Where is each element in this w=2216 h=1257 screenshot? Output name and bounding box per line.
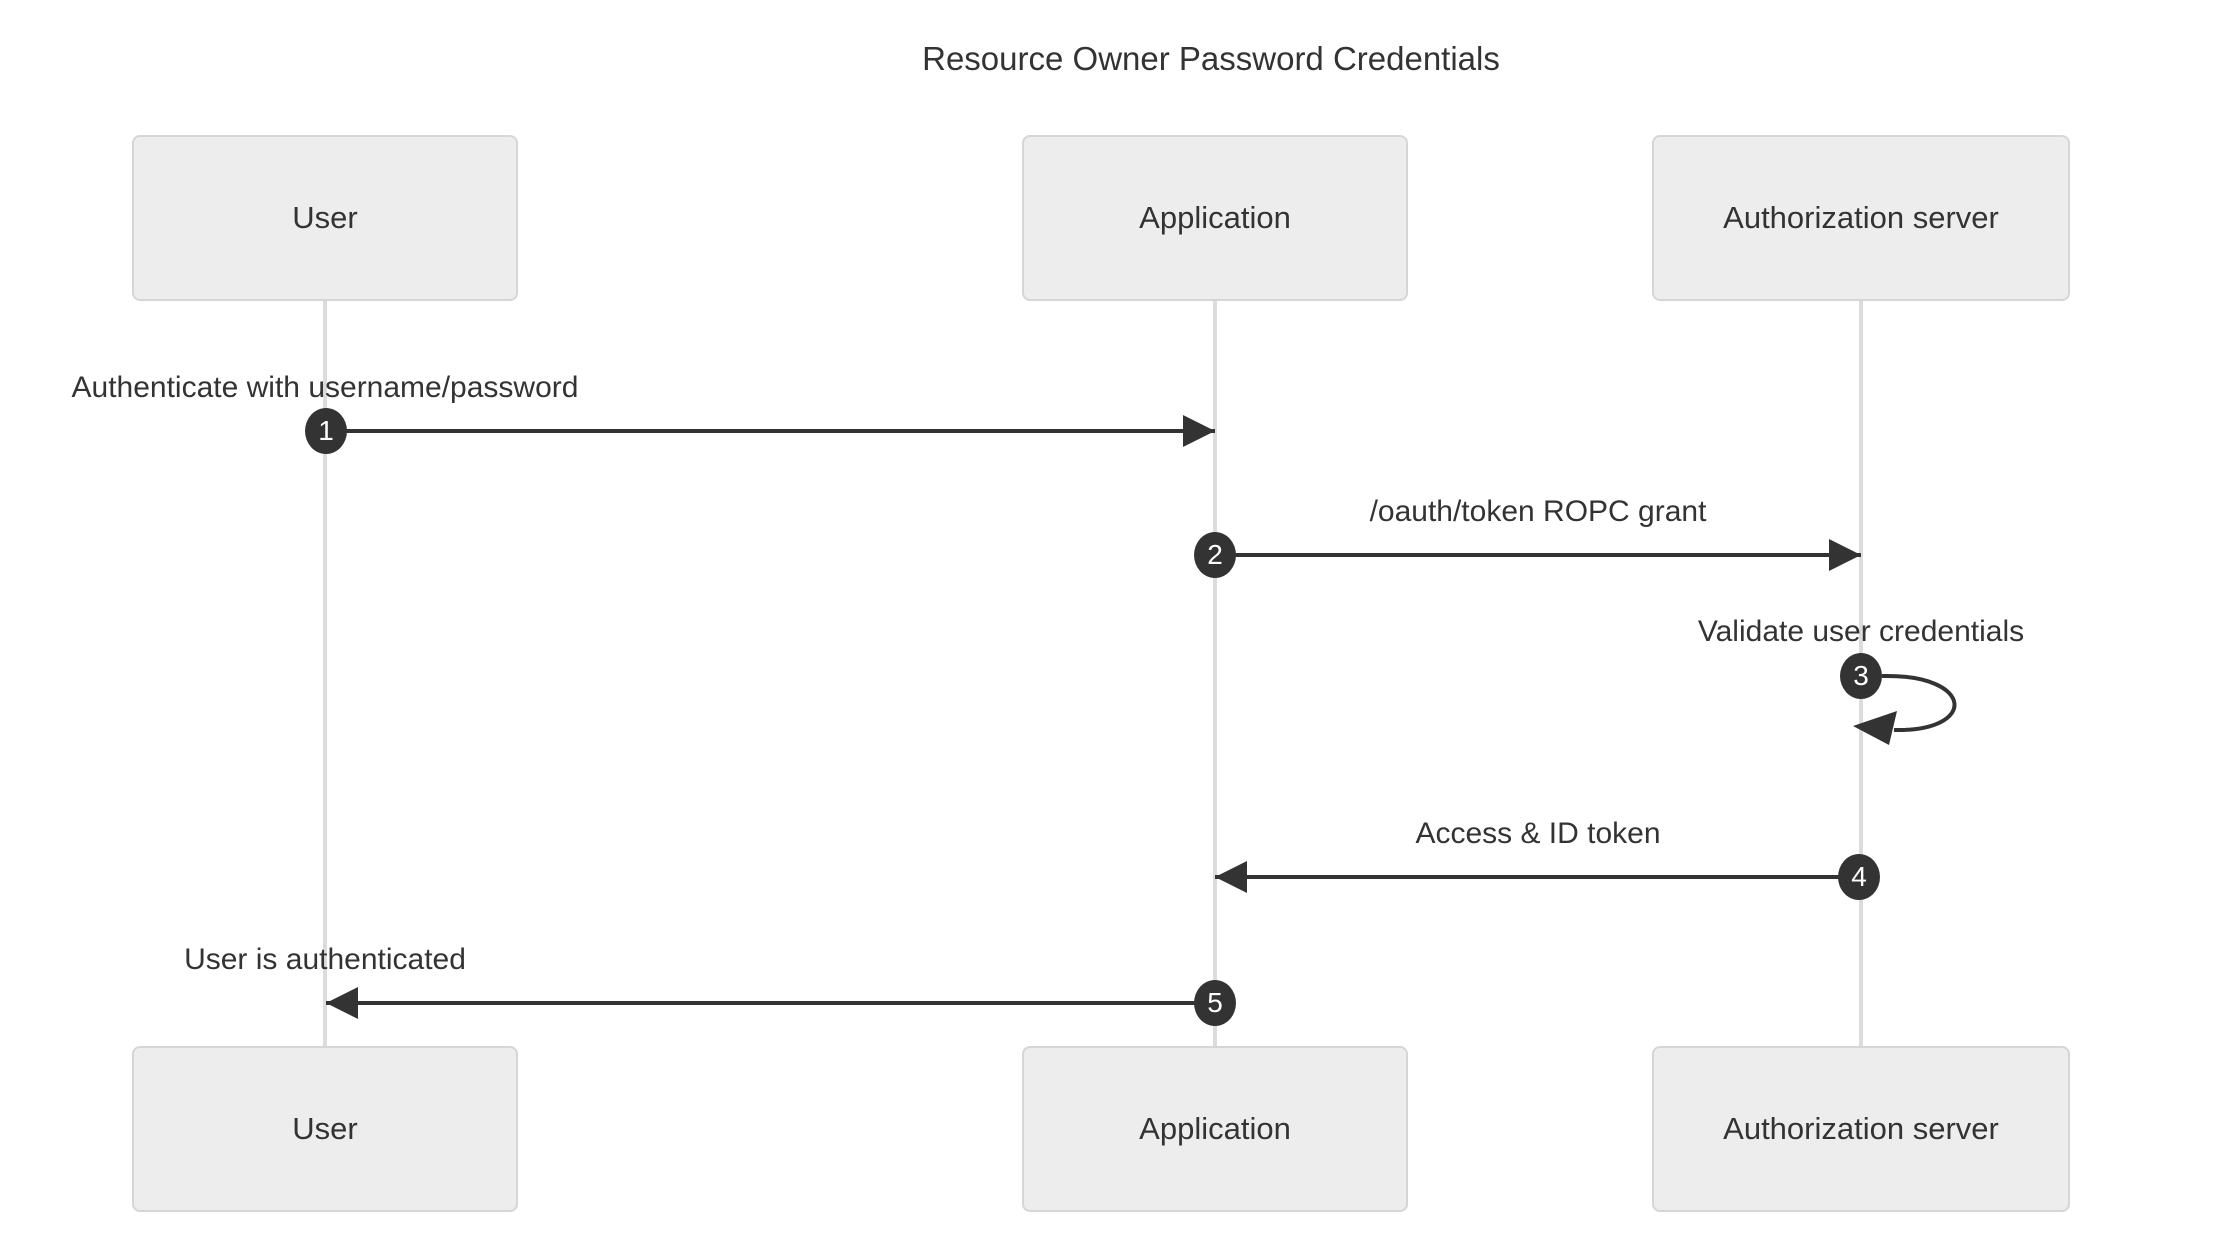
arrowhead-left-icon [326,987,358,1019]
arrowhead-left-icon [1215,861,1247,893]
sequence-number-badge: 4 [1838,854,1880,900]
lifeline-application [1213,301,1217,1046]
actor-box-authorization-server-bottom: Authorization server [1652,1046,2070,1212]
lifeline-user [323,301,327,1046]
message-label: Authenticate with username/password [71,371,579,404]
sequence-number-badge: 1 [305,408,347,454]
actor-box-authorization-server-top: Authorization server [1652,135,2070,301]
message-label: Validate user credentials [1697,615,2025,648]
message-line [326,429,1215,433]
message-line [326,1001,1215,1005]
actor-box-user-bottom: User [132,1046,518,1212]
actor-label: Application [1139,200,1291,235]
arrowhead-right-icon [1183,415,1215,447]
sequence-number-badge: 3 [1840,653,1882,699]
actor-label: Application [1139,1111,1291,1146]
actor-label: User [292,1111,358,1146]
actor-box-application-top: Application [1022,135,1408,301]
actor-label: Authorization server [1723,1111,1999,1146]
actor-box-application-bottom: Application [1022,1046,1408,1212]
sequence-number-badge: 2 [1194,532,1236,578]
actor-label: Authorization server [1723,200,1999,235]
self-loop-arrow [1853,673,1957,745]
sequence-number-badge: 5 [1194,980,1236,1026]
message-label: User is authenticated [184,943,466,976]
diagram-title: Resource Owner Password Credentials [922,40,1500,77]
message-label: /oauth/token ROPC grant [1369,495,1707,528]
actor-box-user-top: User [132,135,518,301]
message-label: Access & ID token [1415,817,1661,850]
message-line [1215,875,1861,879]
arrowhead-right-icon [1829,539,1861,571]
actor-label: User [292,200,358,235]
message-line [1215,553,1861,557]
